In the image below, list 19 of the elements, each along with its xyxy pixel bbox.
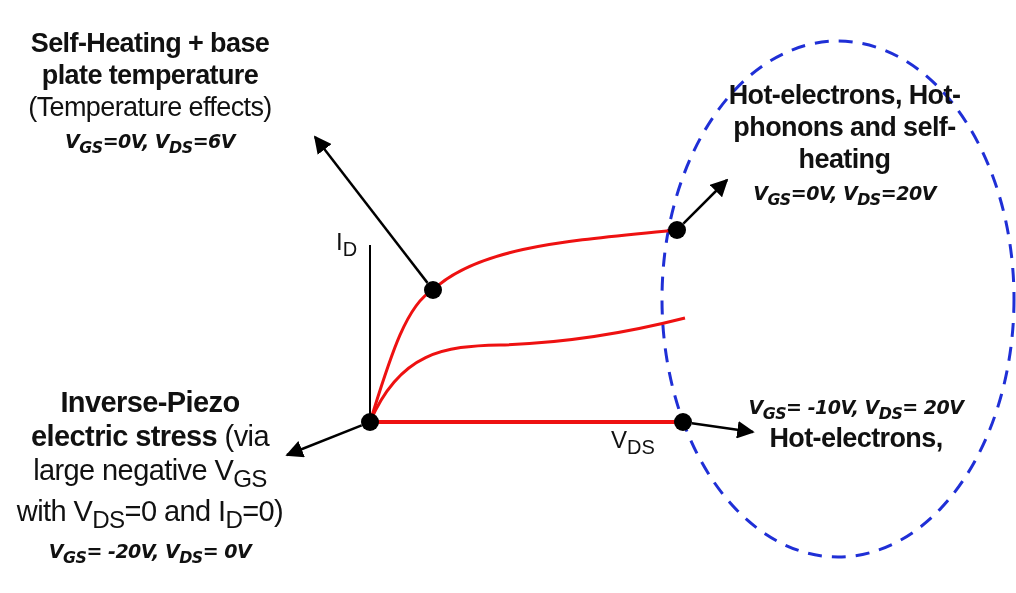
data-point-dot [674, 413, 692, 431]
callout-text: (Temperature effects) [28, 91, 272, 124]
callout-heading: Hot-electrons, Hot-phonons and self-heating [727, 80, 962, 176]
data-point-dot [424, 281, 442, 299]
axis-label: I$_{D}$ [336, 228, 358, 261]
bias-condition: V$_{GS}$=0V, V$_{DS}$=6V [65, 129, 235, 158]
arrow [691, 421, 755, 439]
bias-condition: V$_{GS}$= -20V, V$_{DS}$= 0V [48, 540, 252, 568]
arrow [285, 424, 363, 458]
bias-condition: V$_{GS}$=0V, V$_{DS}$=20V [753, 181, 936, 210]
data-point-dot [361, 413, 379, 431]
arrow [682, 178, 729, 225]
bias-condition: V$_{GS}$= -10V, V$_{DS}$= 20V [748, 396, 964, 424]
axis-label: V$_{DS}$ [611, 426, 655, 459]
arrow [313, 135, 429, 284]
callout-heading: Hot-electrons, [769, 423, 943, 456]
data-point-dot [668, 221, 686, 239]
callout-text: Inverse-Piezo electric stress (via large negative V$_{GS}$ with V$_{DS}$=0 and I$_{D}$=0) [15, 385, 285, 535]
callout-heading: Self-Heating + base plate temperature [29, 28, 271, 92]
